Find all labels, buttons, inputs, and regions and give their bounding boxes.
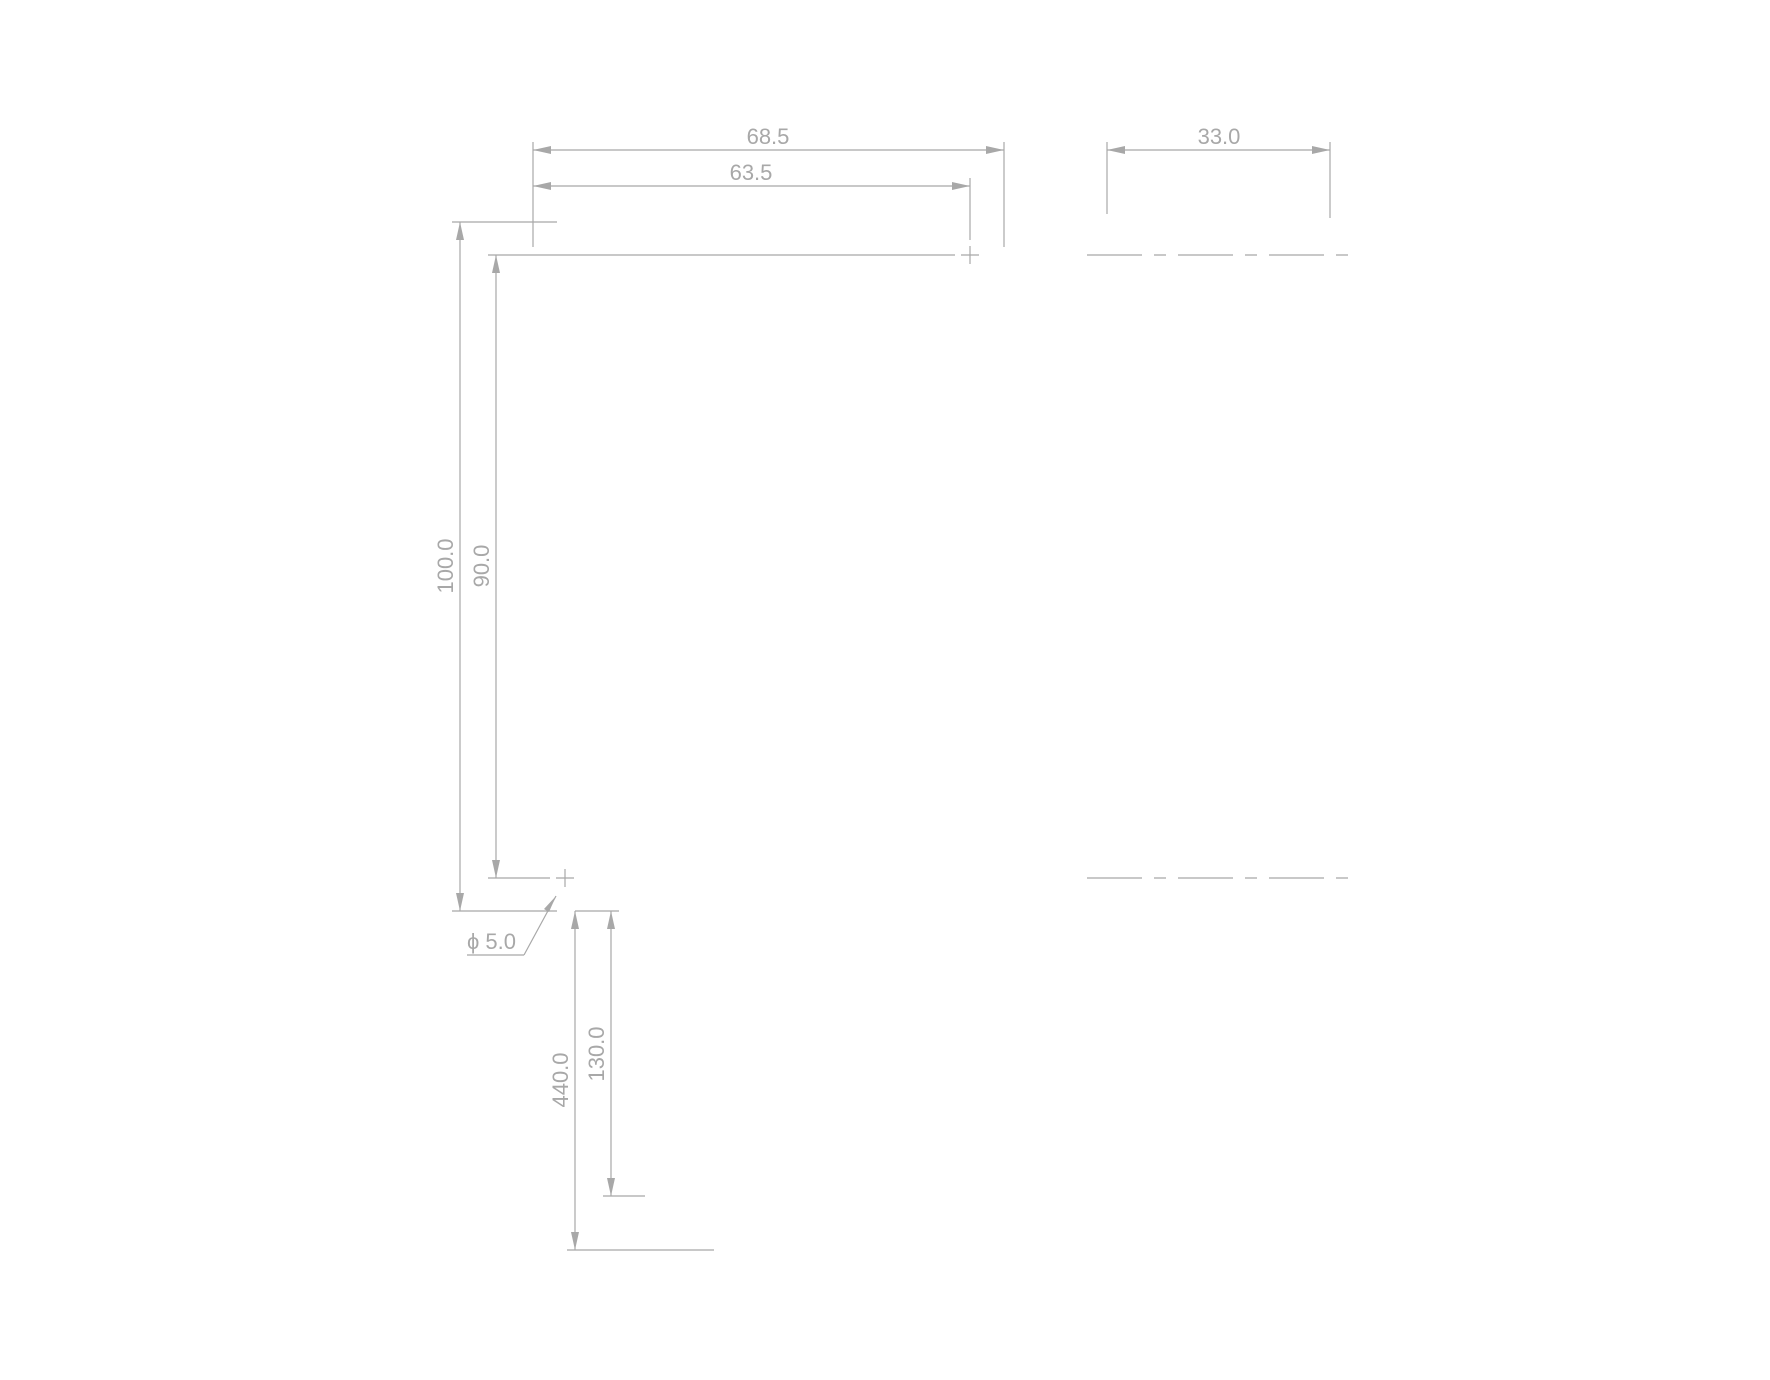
dim-side-width: 33.0: [1106, 124, 1331, 218]
dim-label-side-width: 33.0: [1198, 124, 1241, 149]
dim-hole-diameter: ϕ 5.0: [467, 895, 557, 956]
dim-top-width-inner: 63.5: [533, 160, 971, 240]
dim-label-height-outer: 100.0: [433, 538, 458, 593]
center-mark-bottom: [556, 869, 574, 887]
center-mark-top: [961, 246, 979, 264]
dim-label-top-outer: 68.5: [747, 124, 790, 149]
dim-height-outer: 100.0: [433, 222, 464, 911]
dim-label-lower-short: 130.0: [584, 1026, 609, 1081]
dim-label-lower-long: 440.0: [548, 1052, 573, 1107]
dim-top-width-outer: 68.5: [532, 124, 1005, 247]
dim-lower-height-short: 130.0: [584, 911, 645, 1197]
dim-label-top-inner: 63.5: [730, 160, 773, 185]
dim-label-hole-diameter: ϕ 5.0: [467, 929, 516, 954]
dim-lower-height-long: 440.0: [548, 911, 714, 1251]
dim-label-height-inner: 90.0: [469, 545, 494, 588]
dim-height-inner: 90.0: [469, 255, 500, 878]
